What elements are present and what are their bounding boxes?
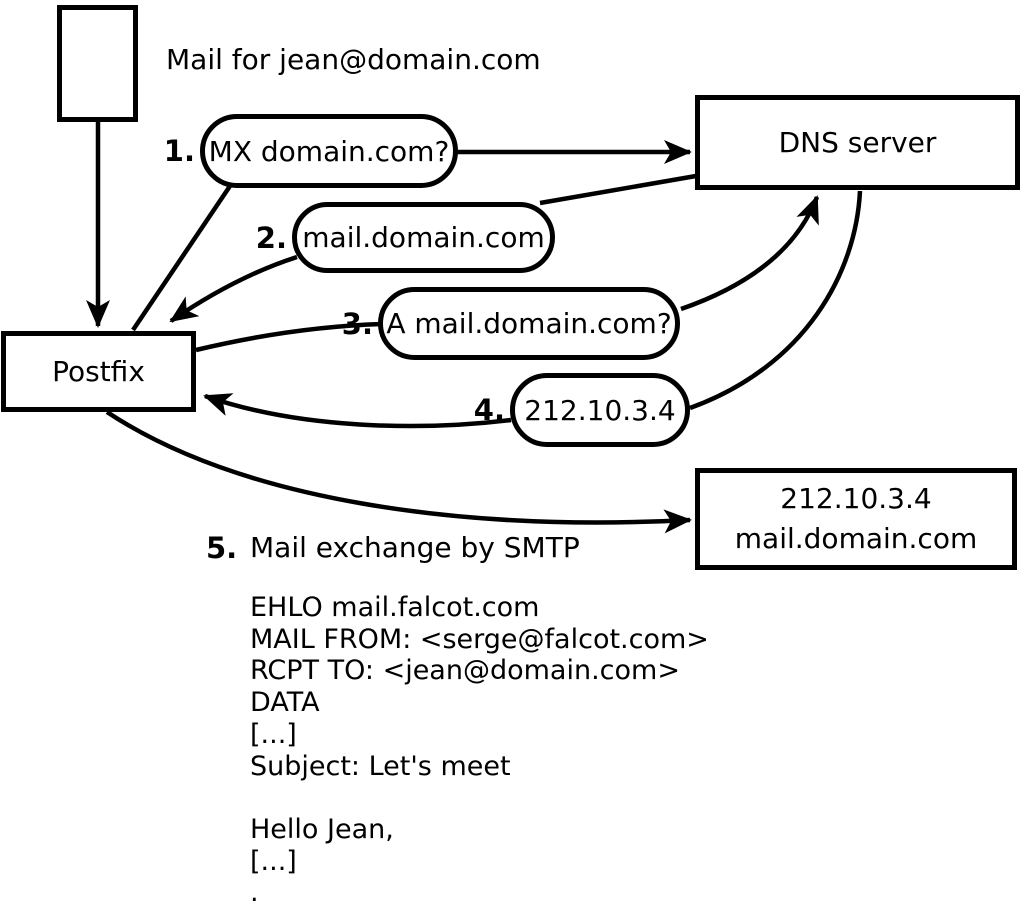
step-2-number: 2. [255, 220, 287, 255]
step-2-answer-text: mail.domain.com [302, 221, 545, 254]
step-5-number: 5. [206, 531, 238, 565]
mail-server-node: 212.10.3.4 mail.domain.com [695, 468, 1017, 570]
smtp-session-transcript: EHLO mail.falcot.com MAIL FROM: <serge@f… [250, 592, 709, 909]
line-postfix-to-query1 [131, 184, 232, 332]
arrow-postfix-to-mailserver [105, 410, 692, 534]
line-postfix-to-query3 [195, 321, 383, 353]
mail-for-caption: Mail for jean@domain.com [166, 43, 541, 76]
mail-server-ip: 212.10.3.4 [780, 482, 932, 515]
postfix-node: Postfix [1, 331, 196, 412]
arrow-answer4-to-postfix [203, 393, 512, 429]
arrow-query3-to-dns [680, 195, 820, 312]
line-dns-to-answer4 [689, 190, 863, 411]
step-3-query-text: A mail.domain.com? [386, 307, 672, 340]
step-3-query-pill: A mail.domain.com? [378, 287, 680, 360]
step-4-answer-text: 212.10.3.4 [524, 393, 676, 427]
step-1-query-pill: MX domain.com? [200, 114, 458, 188]
arrow-answer2-to-postfix [169, 254, 298, 323]
mail-server-hostname: mail.domain.com [734, 522, 978, 555]
step-1-query-text: MX domain.com? [208, 134, 450, 168]
step-4-answer-pill: 212.10.3.4 [510, 373, 690, 447]
step-1-number: 1. [163, 134, 195, 168]
step-5-label: Mail exchange by SMTP [250, 531, 580, 564]
postfix-label: Postfix [52, 355, 145, 388]
step-3-number: 3. [341, 306, 373, 341]
dns-server-label: DNS server [778, 126, 937, 159]
step-2-answer-pill: mail.domain.com [292, 202, 555, 273]
dns-server-node: DNS server [695, 95, 1020, 190]
line-dns-to-answer2 [539, 173, 697, 206]
step-4-number: 4. [473, 393, 505, 427]
mail-message-node [57, 5, 138, 122]
